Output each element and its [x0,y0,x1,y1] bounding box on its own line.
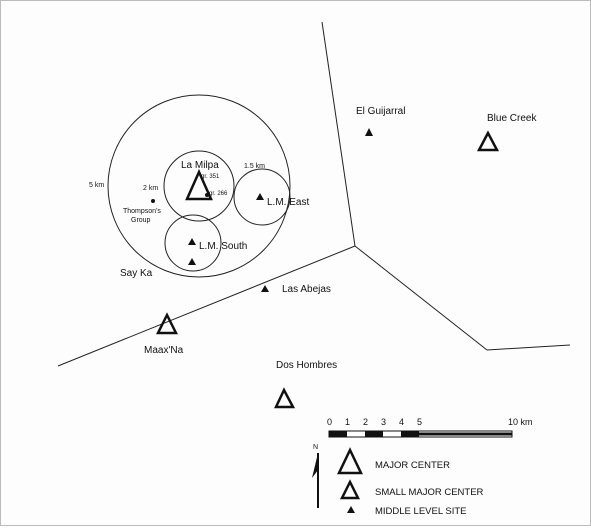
maaxna-label: Maax'Na [144,345,184,356]
boundary-north [321,21,356,247]
lm-south-site-icon[interactable] [188,238,196,245]
radius-2km-label: 2 km [143,185,158,192]
radius-5km-label: 5 km [89,182,104,189]
gr266-label: gr. 266 [209,191,228,197]
legend-major-center-icon [337,447,363,475]
thompsons-group-label-line1: Thompson's [123,208,161,215]
say-ka-site-icon[interactable] [188,258,196,265]
scale-seg-2-3 [365,431,383,437]
radius-1-5km-label: 1.5 km [244,163,265,170]
lm-east-label: L.M. East [267,197,309,208]
legend-middle-level-site-icon [347,506,355,513]
north-arrow: N [312,444,319,508]
scale-tick-1: 1 [345,417,350,427]
scale-tick-5: 5 [417,417,422,427]
la-milpa-label: La Milpa [181,160,219,171]
blue-creek-center-icon[interactable] [476,130,500,152]
scale-tick-2: 2 [363,417,368,427]
dos-hombres-label: Dos Hombres [276,360,337,371]
scale-bar: 0 1 2 3 4 5 10 km [327,417,533,438]
maaxna-center-icon[interactable] [155,312,179,335]
lm-south-label: L.M. South [199,241,247,252]
say-ka-label: Say Ka [120,268,153,279]
scale-tick-10km: 10 km [508,417,533,427]
boundary-east-spur [486,344,571,351]
dos-hombres-center-icon[interactable] [274,387,296,409]
scale-tick-0: 0 [327,417,332,427]
scale-seg-0-1 [329,431,347,437]
lm-east-site-icon[interactable] [256,193,264,200]
thompsons-group-label-line2: Group [131,217,151,224]
scale-seg-5-10 [419,432,512,436]
gr266-dot-icon [205,193,209,197]
la-milpa-major-center-icon[interactable] [185,168,213,201]
circle-lm-south [164,214,222,272]
scale-tick-3: 3 [381,417,386,427]
circle-2km [163,150,235,222]
legend-middle-level-site-label: MIDDLE LEVEL SITE [375,506,467,517]
legend-small-major-center-label: SMALL MAJOR CENTER [375,487,484,498]
scale-tick-4: 4 [399,417,404,427]
legend: MAJOR CENTER SMALL MAJOR CENTER MIDDLE L… [337,447,484,517]
boundary-lines [57,21,571,367]
gr351-label: gr. 351 [201,174,220,180]
north-arrow-dark-half-icon [312,453,318,478]
circle-lm-east [233,168,291,226]
el-guijarral-site-icon[interactable] [365,128,373,136]
legend-small-major-center-icon [339,479,361,500]
las-abejas-label: Las Abejas [282,284,331,295]
scale-seg-4-5 [401,431,419,437]
las-abejas-site-icon[interactable] [261,285,269,292]
legend-major-center-label: MAJOR CENTER [375,460,450,471]
el-guijarral-label: El Guijarral [356,106,405,117]
north-label: N [313,444,318,451]
catchment-circles [107,94,291,278]
boundary-southwest [57,245,356,367]
boundary-east [354,245,488,351]
circle-5km [107,94,291,278]
blue-creek-label: Blue Creek [487,113,537,124]
thompsons-group-dot-icon[interactable] [151,199,155,203]
